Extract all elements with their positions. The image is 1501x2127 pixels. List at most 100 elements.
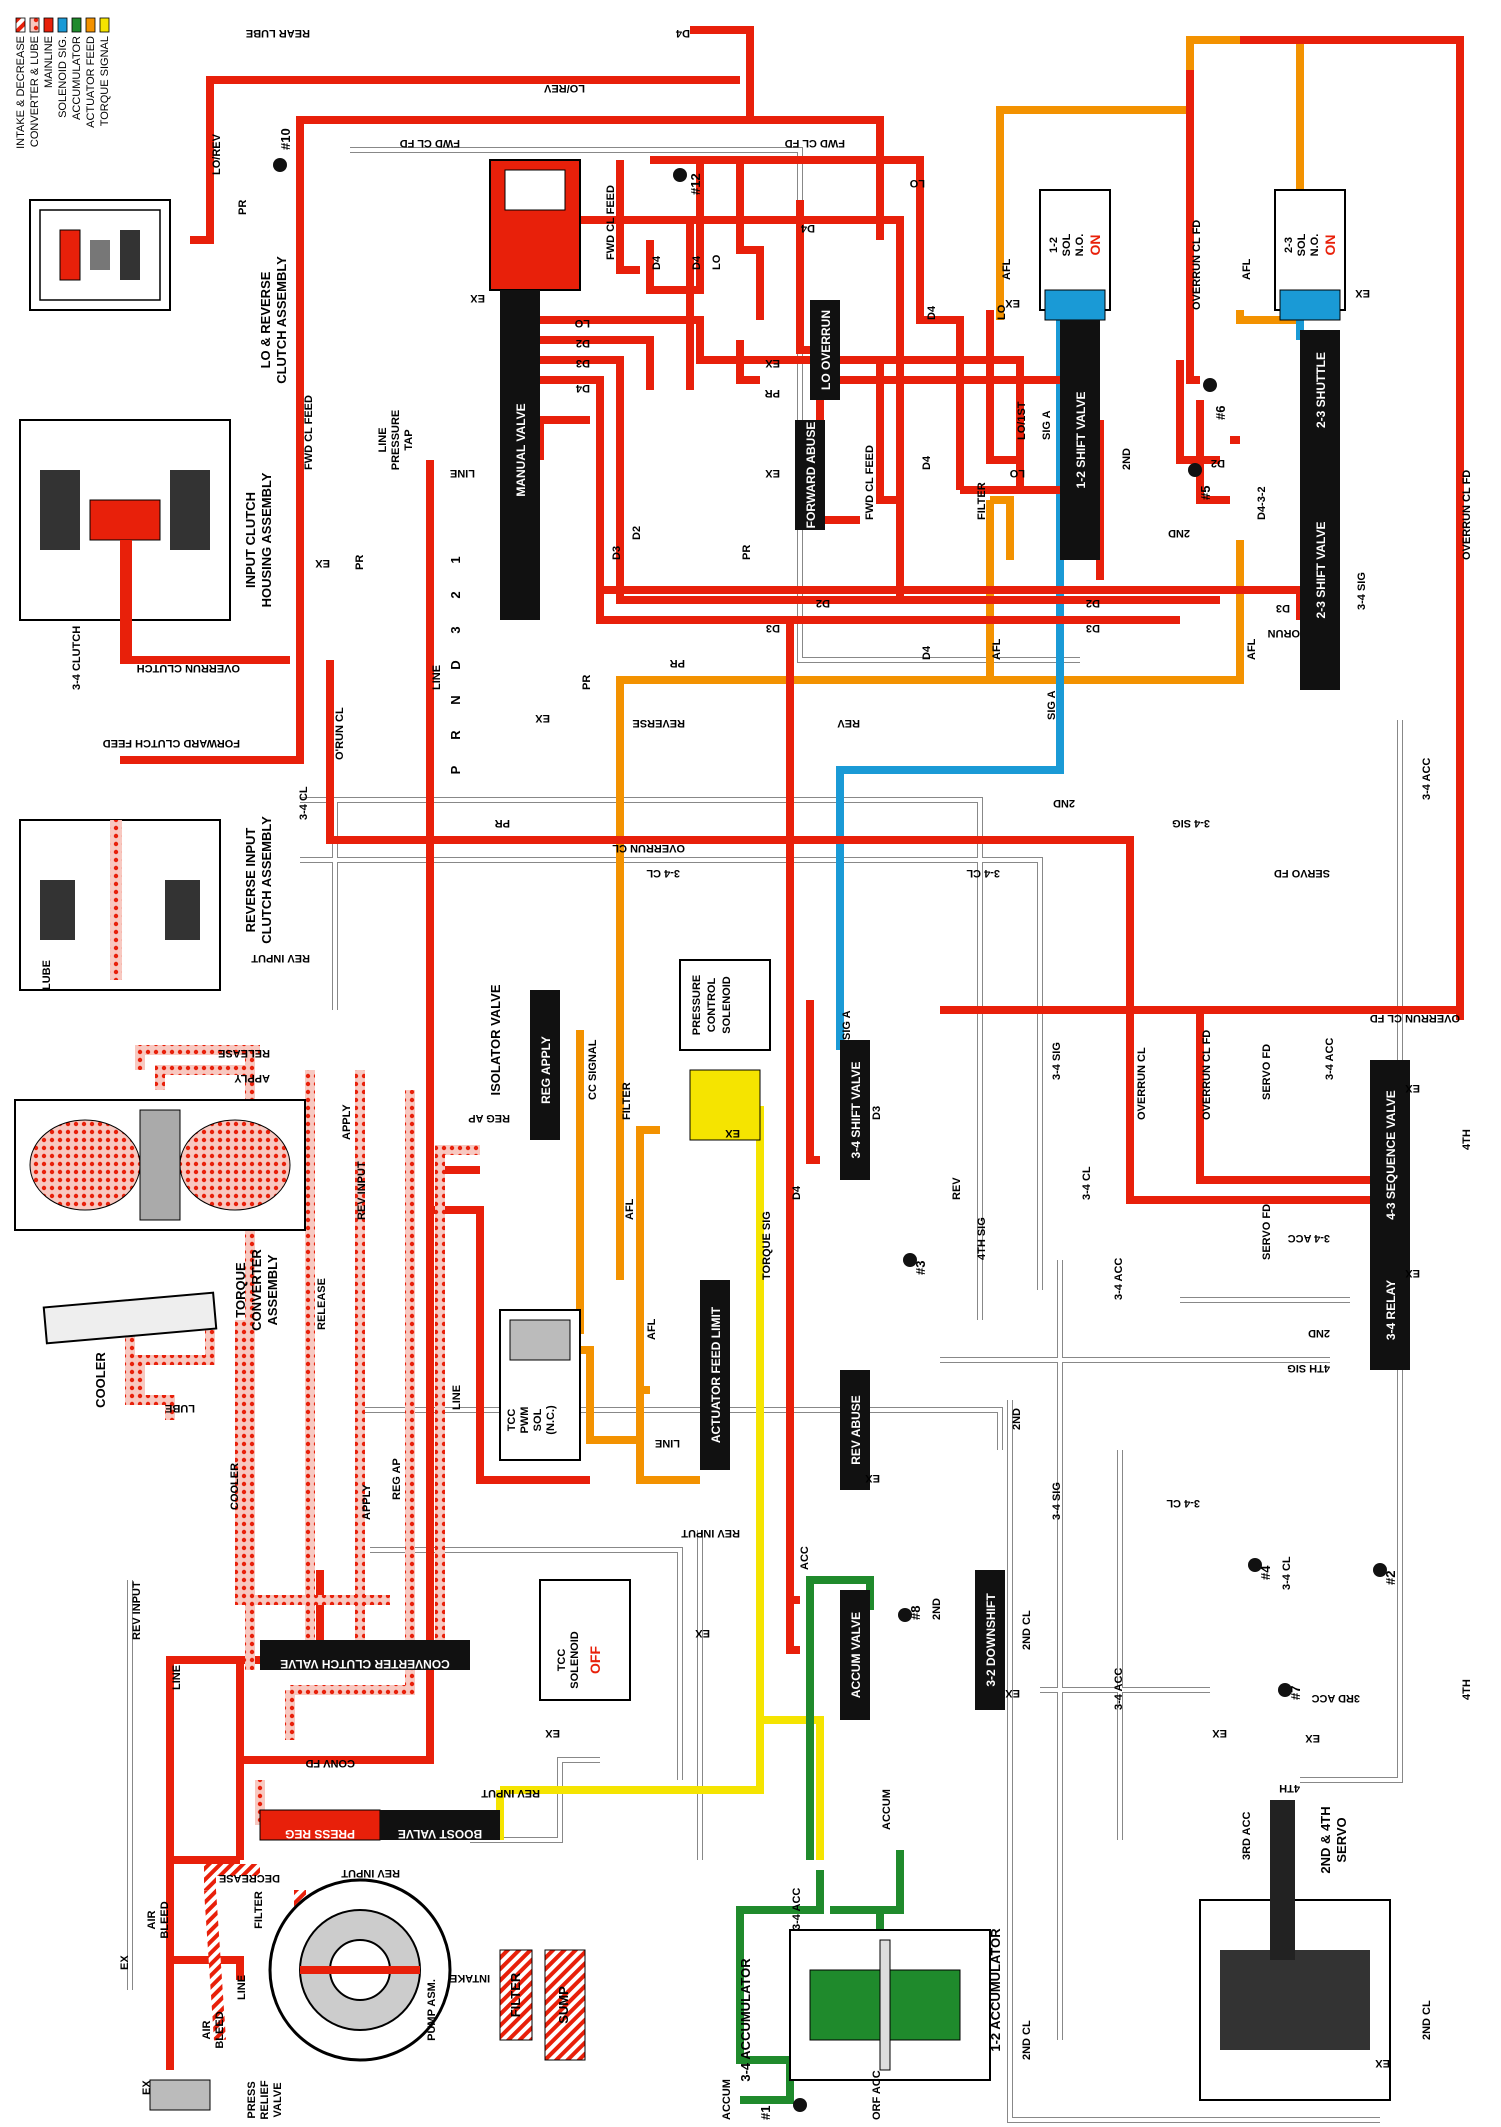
label-d4-m: D4 (575, 382, 590, 394)
label-2nd-5: 2ND (1011, 1408, 1023, 1430)
torque-converter-label-2: CONVERTER (249, 1249, 264, 1331)
press-relief-label-2: RELIEF (259, 2080, 271, 2119)
label-lo-v: LO (996, 304, 1008, 320)
label-3-4-sig-3: 3-4 SIG (1051, 1042, 1063, 1080)
legend-label-torque: TORQUE SIGNAL (99, 36, 111, 126)
checkball-4-icon (1248, 1558, 1262, 1572)
gear-n: N (448, 695, 463, 704)
tcc-solenoid-line2: SOLENOID (569, 1631, 581, 1689)
shift23-valve-label: 2-3 SHIFT VALVE (1314, 522, 1328, 619)
pressure-control-label-1: PRESSURE (691, 975, 703, 1036)
checkball-3-label: #3 (913, 1261, 928, 1275)
label-afl-5: AFL (624, 1198, 636, 1220)
tcc-pwm-line3: SOL (532, 1408, 544, 1431)
label-3rd-acc-2: 3RD ACC (1241, 1811, 1253, 1860)
label-d4-v1: D4 (926, 305, 938, 320)
servo-drawing (1199, 1800, 1391, 2101)
shift23-valve (1300, 440, 1340, 690)
legend-label-converter: CONVERTER & LUBE (29, 36, 41, 147)
label-ex-tcc: EX (545, 1727, 560, 1739)
label-lo-rev-top: LO/REV (543, 82, 585, 94)
label-lo-r: LO (1009, 467, 1025, 479)
label-ex-sol12: EX (1005, 297, 1020, 309)
manual-valve (500, 290, 540, 620)
label-ex-seq: EX (1405, 1082, 1420, 1094)
label-ex-pcs: EX (725, 1127, 740, 1139)
label-overrun-cl-fd-3: OVERRUN CL FD (1370, 1012, 1460, 1024)
legend-item-mainline (43, 17, 54, 33)
empty-passages-inner (128, 148, 1402, 2122)
tcc-pwm-line1: TCC (506, 1409, 518, 1432)
label-overrun-cl-fd-1: OVERRUN CL FD (1191, 220, 1203, 310)
checkball-7-label: #7 (1288, 1686, 1303, 1700)
label-sig-a-2: SIG A (1046, 690, 1058, 720)
legend-label-accumulator: ACCUMULATOR (71, 36, 83, 120)
label-d3-v: D3 (611, 546, 623, 560)
input-clutch-housing-drawing (19, 419, 231, 660)
label-3-4-acc-5: 3-4 ACC (1113, 1668, 1125, 1710)
checkball-1-icon (793, 2098, 807, 2112)
label-ex-gear: EX (535, 712, 550, 724)
shuttle23-valve (1300, 330, 1340, 440)
label-ex-sol23: EX (1355, 287, 1370, 299)
label-rev-input-4: REV INPUT (131, 1581, 143, 1640)
label-d3-lower: D3 (871, 1106, 883, 1120)
label-accum-2: ACCUM (881, 1789, 893, 1830)
air-bleed-bottom-2: BLEED (214, 2011, 226, 2048)
label-overrun-cl-fd-4: OVERRUN CL FD (1201, 1030, 1213, 1120)
label-orun-cl: O'RUN CL (334, 707, 346, 760)
checkball-8-label: #8 (908, 1606, 923, 1620)
label-3-4-acc-4: 3-4 ACC (1113, 1258, 1125, 1300)
sol12-line2: SOL (1061, 233, 1073, 256)
checkball-2-icon (1373, 1563, 1387, 1577)
label-filter-mid: FILTER (621, 1082, 633, 1120)
accum34-label: 3-4 ACCUMULATOR (738, 1958, 753, 2082)
sequence43-label: 4-3 SEQUENCE VALVE (1384, 1090, 1398, 1220)
label-d2-h: D2 (816, 597, 830, 609)
legend-item-intake (15, 17, 26, 33)
label-apply-2: APPLY (341, 1104, 353, 1140)
label-2nd-1: 2ND (1121, 448, 1133, 470)
checkball-1-label: #1 (758, 2106, 773, 2120)
label-fwd-cl-feed-mid: FWD CL FEED (864, 445, 876, 520)
label-servo-fd-2: SERVO FD (1261, 1044, 1273, 1100)
label-3-4-cl-6: 3-4 CL (1281, 1556, 1293, 1590)
gear-1: 1 (448, 556, 463, 563)
gear-r: R (448, 730, 463, 740)
label-overrun-clutch: OVERRUN CLUTCH (137, 662, 240, 674)
label-ex-lo-ov: EX (765, 357, 780, 369)
label-3-4-acc-3: 3-4 ACC (1288, 1232, 1330, 1244)
label-filter-top: FILTER (976, 482, 988, 520)
relay34-valve (1370, 1250, 1410, 1370)
downshift32-label: 3-2 DOWNSHIFT (984, 1593, 998, 1687)
legend-label-intake: INTAKE & DECREASE (15, 36, 27, 149)
label-rev-input-6: REV INPUT (341, 1867, 400, 1879)
sol12-line3: N.O. (1074, 234, 1086, 257)
legend-item-accumulator (71, 17, 82, 33)
sol12-drawing (1039, 189, 1111, 321)
label-3-4-acc-2: 3-4 ACC (1324, 1038, 1336, 1080)
label-3-4-sig-4: 3-4 SIG (1051, 1482, 1063, 1520)
converter-clutch-valve (260, 1640, 470, 1670)
sol23-drawing (1274, 189, 1346, 321)
label-fwd-cl-feed-top: FWD CL FEED (605, 185, 617, 260)
press-relief-drawing (149, 2079, 211, 2111)
press-relief-label-3: VALVE (272, 2082, 284, 2117)
press-reg-label: PRESS REG (285, 1827, 355, 1841)
label-accum-1: ACCUM (721, 2079, 733, 2120)
reverse-input-label-1: REVERSE INPUT (243, 828, 258, 933)
label-d2-h3: D2 (1211, 457, 1225, 469)
label-ex-relief: EX (141, 2080, 153, 2095)
label-servo-fd-1: SERVO FD (1274, 867, 1330, 879)
cooler-drawing (42, 1291, 218, 1345)
label-orun: ORUN (1268, 627, 1300, 639)
rev-abuse-valve (840, 1370, 870, 1490)
label-orf-acc: ORF ACC (871, 2070, 883, 2120)
label-pr-5: PR (670, 657, 685, 669)
label-afl-4: AFL (1246, 638, 1258, 660)
label-cooler-passage: COOLER (229, 1463, 241, 1510)
label-2nd-2: 2ND (1168, 527, 1190, 539)
label-2nd-6: 2ND (931, 1598, 943, 1620)
label-release-1: RELEASE (218, 1047, 270, 1059)
label-lube-2: LUBE (165, 1402, 195, 1414)
